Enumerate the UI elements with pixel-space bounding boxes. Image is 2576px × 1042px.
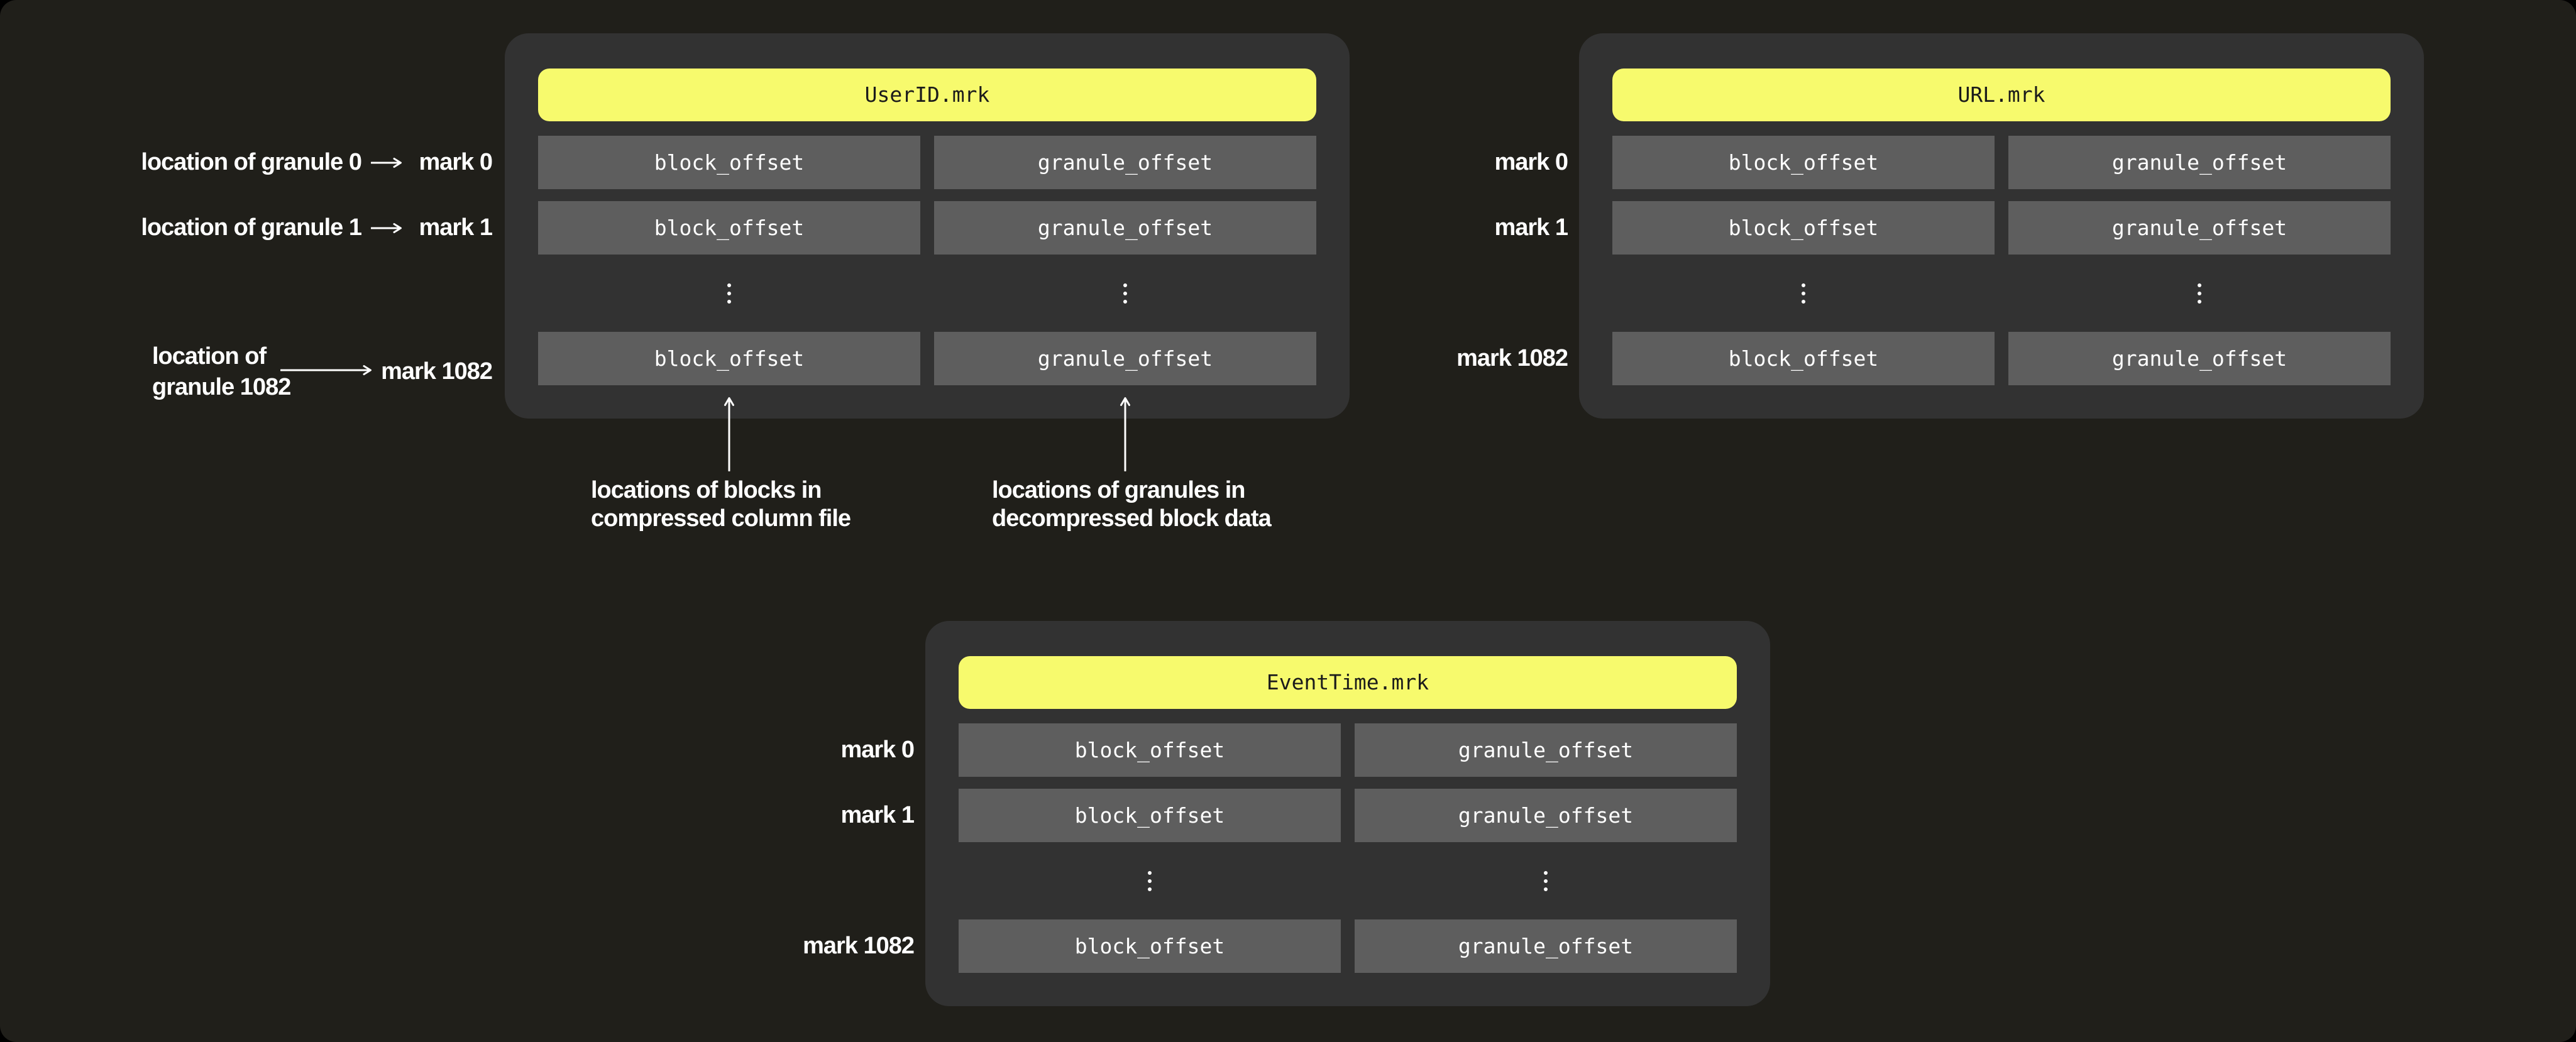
mark-1-label: mark 1 [419,214,493,241]
vertical-ellipsis-icon [1148,870,1152,891]
granule-offset-cell: granule_offset [2008,332,2391,385]
panel-userid-mrk: UserID.mrk block_offset granule_offset b… [505,33,1350,419]
mark-row: block_offset granule_offset [1612,332,2391,385]
block-offset-cell: block_offset [1612,136,1995,189]
granule-offset-cell: granule_offset [934,332,1316,385]
block-offset-cell: block_offset [538,201,920,255]
ellipsis-row [1612,266,2391,320]
granule-offset-cell: granule_offset [2008,201,2391,255]
arrow-right-icon [280,365,375,379]
mark-row: block_offset granule_offset [1612,136,2391,189]
mark-1-label: mark 1 [1494,214,1568,241]
vertical-ellipsis-icon [2198,283,2201,304]
ellipsis-row [959,854,1737,908]
mark-row: block_offset granule_offset [959,789,1737,842]
mark-1082-label: mark 1082 [803,933,915,959]
vertical-ellipsis-icon [1544,870,1548,891]
annotation-location-granule-1: location of granule 1 [141,214,362,241]
block-offset-cell: block_offset [538,136,920,189]
mark-row: block_offset granule_offset [959,723,1737,777]
block-offset-cell: block_offset [959,723,1341,777]
arrow-right-icon [370,157,405,172]
panel-url-mrk: URL.mrk block_offset granule_offset bloc… [1579,33,2424,419]
granule-offset-cell: granule_offset [1355,723,1737,777]
file-title-userid: UserID.mrk [538,69,1316,121]
vertical-ellipsis-icon [1123,283,1127,304]
annotation-location-granule-0: location of granule 0 [141,149,362,175]
ellipsis-row [538,266,1316,320]
block-offset-cell: block_offset [959,789,1341,842]
mark-0-label: mark 0 [1494,149,1568,175]
mark-row: block_offset granule_offset [538,201,1316,255]
arrow-up-icon [724,396,735,474]
block-offset-cell: block_offset [1612,201,1995,255]
panel-eventtime-mrk: EventTime.mrk block_offset granule_offse… [925,621,1770,1006]
block-offset-cell: block_offset [538,332,920,385]
block-offset-cell: block_offset [1612,332,1995,385]
mark-row: block_offset granule_offset [1612,201,2391,255]
mark-row: block_offset granule_offset [538,136,1316,189]
granule-offset-cell: granule_offset [1355,789,1737,842]
granule-offset-cell: granule_offset [934,136,1316,189]
mark-1-label: mark 1 [840,802,915,828]
arrow-right-icon [370,222,405,237]
vertical-ellipsis-icon [1802,283,1805,304]
mark-row: block_offset granule_offset [538,332,1316,385]
arrow-up-icon [1120,396,1131,474]
granule-offset-cell: granule_offset [2008,136,2391,189]
file-title-eventtime: EventTime.mrk [959,656,1737,709]
block-offset-cell: block_offset [959,919,1341,973]
granule-offset-cell: granule_offset [1355,919,1737,973]
file-title-url: URL.mrk [1612,69,2391,121]
mark-0-label: mark 0 [840,737,915,763]
mark-row: block_offset granule_offset [959,919,1737,973]
mark-0-label: mark 0 [419,149,493,175]
granule-offset-cell: granule_offset [934,201,1316,255]
vertical-ellipsis-icon [727,283,731,304]
mark-1082-label: mark 1082 [1456,345,1568,371]
mark-1082-label: mark 1082 [381,358,493,385]
